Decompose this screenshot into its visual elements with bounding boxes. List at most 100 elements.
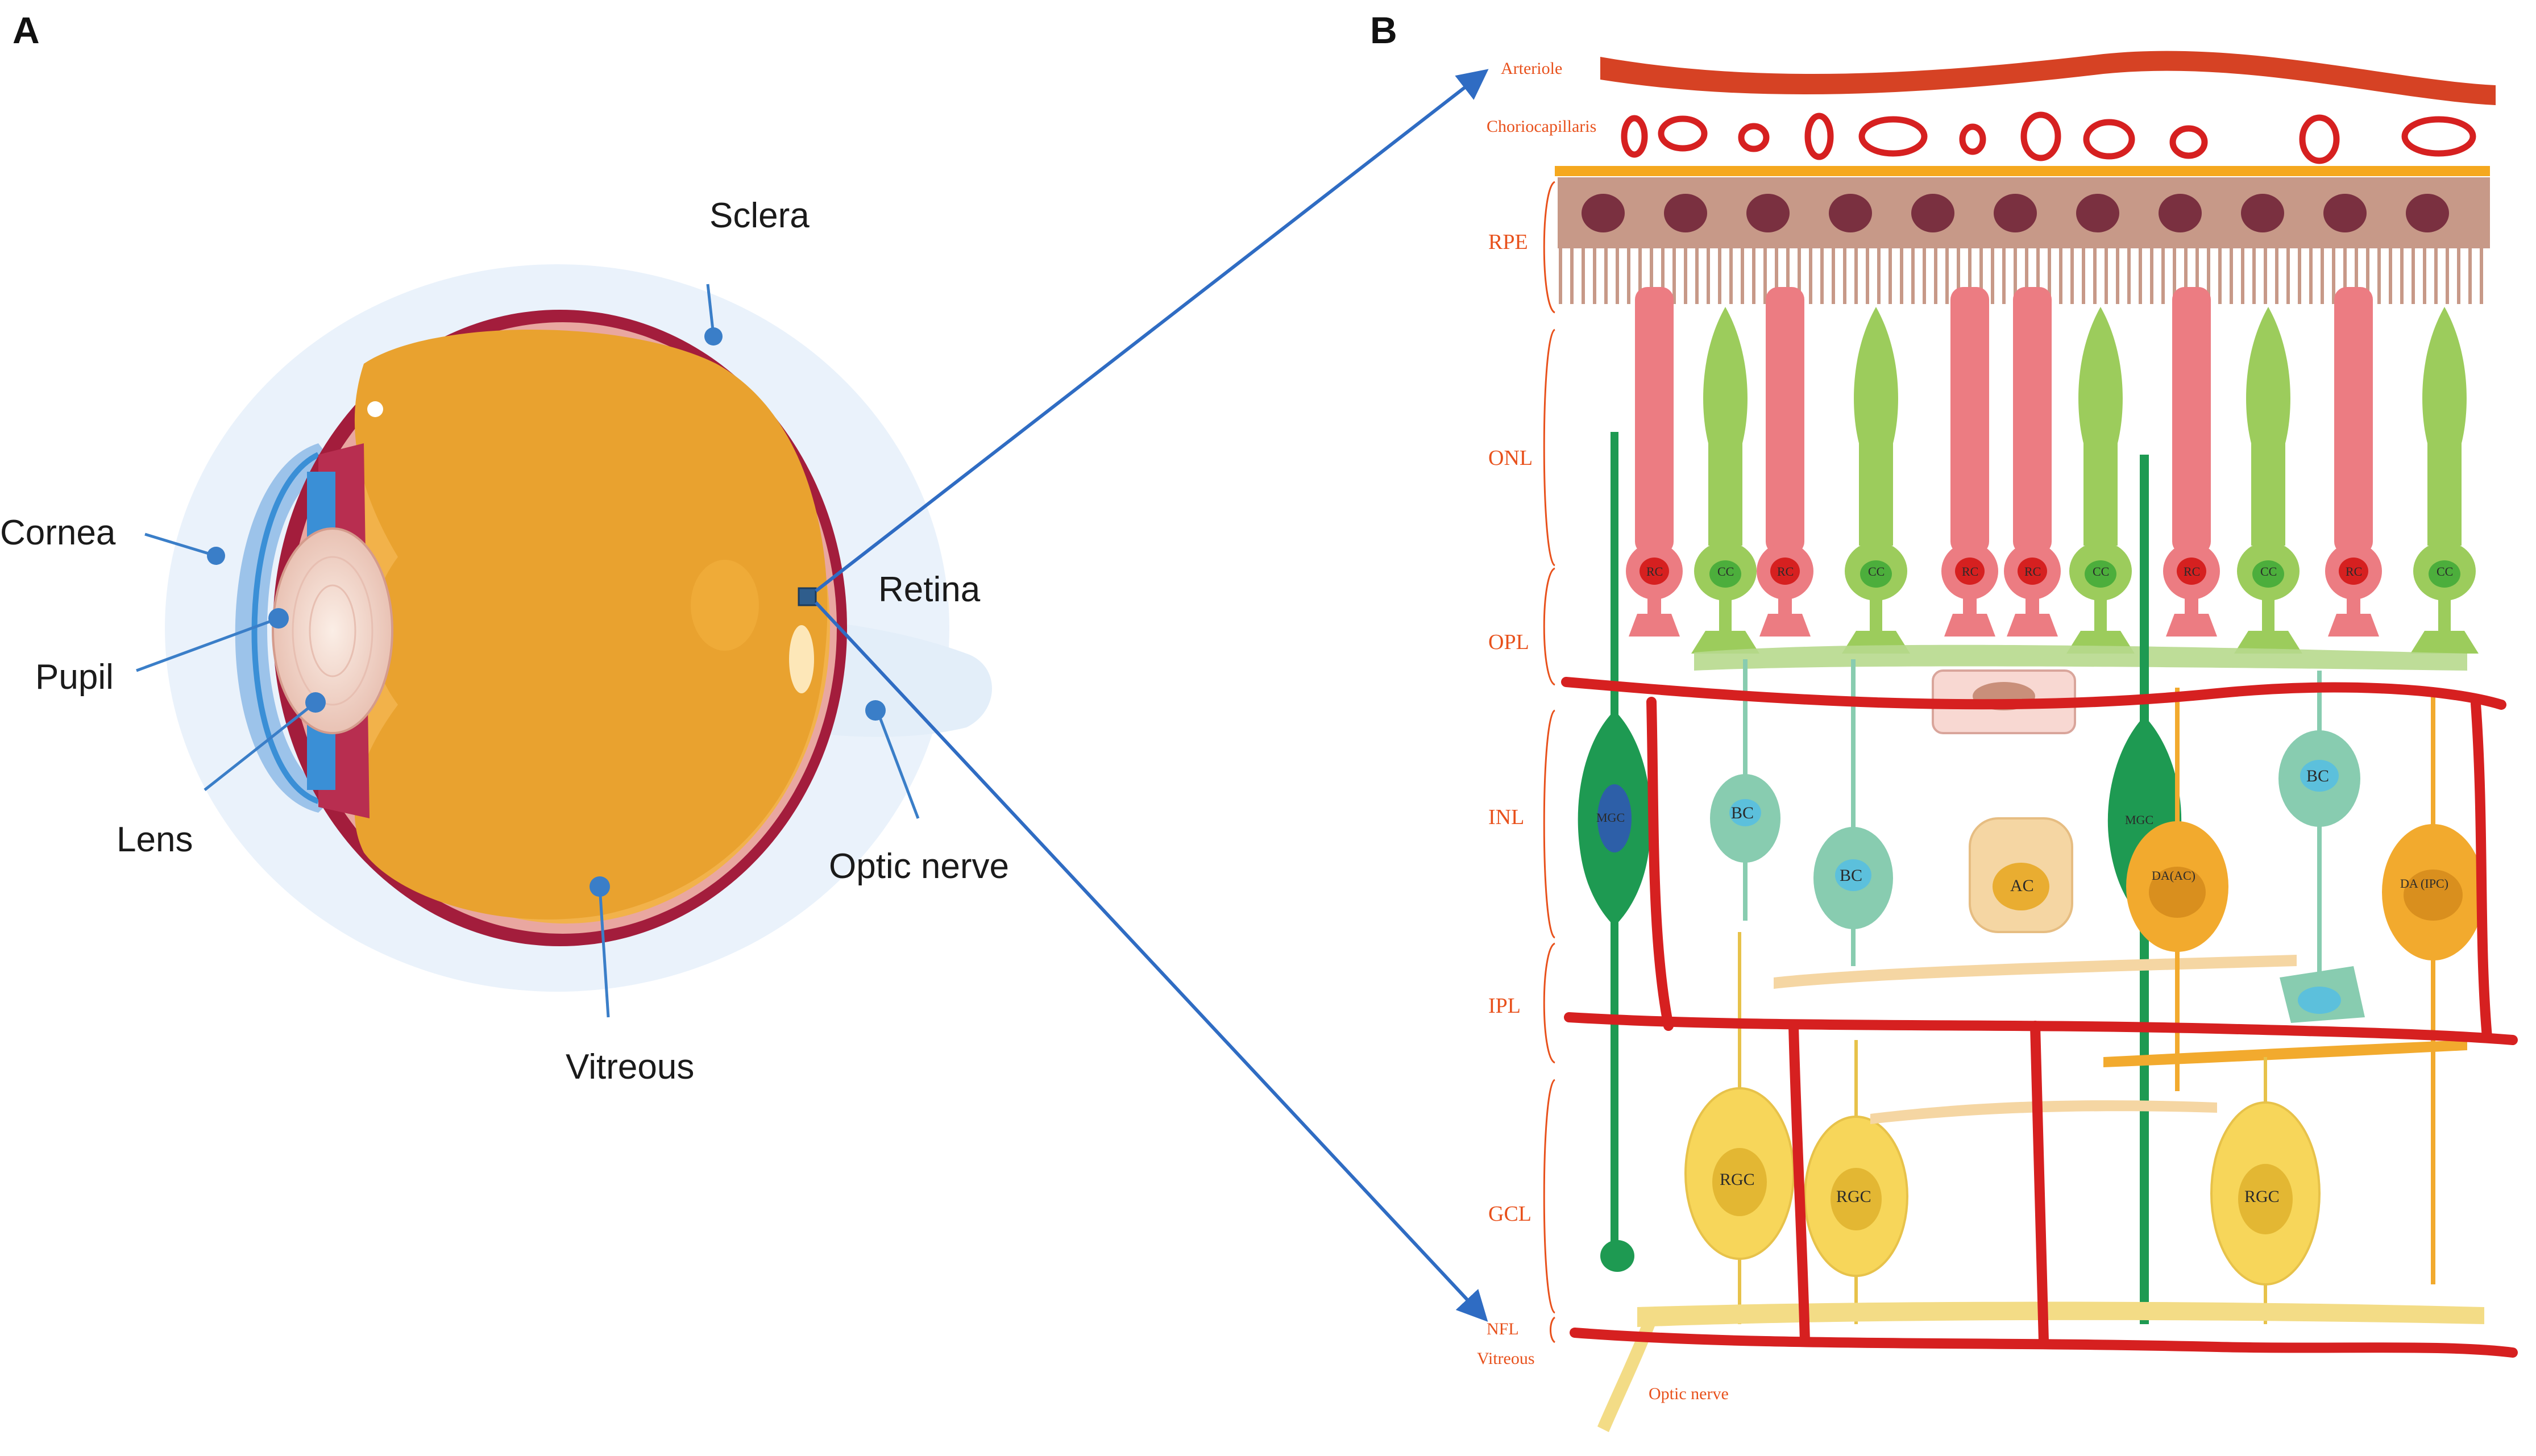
bipolar-cells: BC BC BC [1710,659,2365,1023]
bracket-gcl [1543,1079,1556,1314]
rpe-nucleus [1911,194,1954,232]
panel-b-retina: B Arteriole Choriocapillaris RPE ONL OPL… [1370,9,2518,1432]
optic-nerve-dot [865,700,886,721]
cone-nucleus [1709,560,1741,588]
rpe-nuclei [1582,194,2449,232]
ganglion-cells: RGC RGC RGC [1684,932,2321,1324]
pupil-leader [136,617,279,672]
capillary [1959,123,1986,155]
rod-outer-segment [1766,287,1804,554]
sclera-dot [704,327,723,346]
lens-dot [305,692,326,713]
panel-label-b: B [1370,9,1397,51]
cone-nucleus [2085,560,2116,588]
label-cc: CC [1717,564,1734,579]
rpe-nucleus [2241,194,2284,232]
label-bc-2: BC [1840,866,1862,885]
label-da-ac: DA(AC) [2152,868,2195,883]
label-rgc-1: RGC [1720,1170,1755,1189]
lens-leader [204,704,314,791]
cone-pedicle [2234,631,2302,654]
zoom-arrow-top [815,69,1489,593]
rpe-nucleus [1664,194,1707,232]
choriocapillaris [1621,111,2476,164]
dopaminergic-cells: DA(AC) DA (IPC) [2103,688,2484,1284]
rod-nucleus [1770,558,1800,585]
rod-spherule [1944,614,1995,637]
label-rc: RC [1646,564,1663,579]
label-cornea: Cornea [0,513,116,552]
capillary [2020,111,2061,161]
bruchs-membrane [1555,166,2490,176]
cone-outer-segment [2078,307,2123,546]
rod-spherule [2007,614,2058,637]
cornea-shape [235,443,335,813]
rod-outer-segment [1635,287,1674,554]
muller-endfoot [1600,1240,1634,1272]
rod-spherule [2166,614,2217,637]
sclera-leader [706,284,715,336]
capillary [2169,125,2208,159]
label-da-ipc: DA (IPC) [2400,876,2448,891]
label-rgc-2: RGC [1836,1187,1871,1206]
rod-outer-segment [2172,287,2211,554]
opl-synapse-band [1694,644,2467,671]
rpe-nucleus [1994,194,2037,232]
capillary [1621,115,1648,158]
rpe-nucleus [2076,194,2119,232]
label-rc: RC [2346,564,2362,579]
vessel-vert-1 [1646,697,1674,1031]
cone-pedicle [1691,631,1759,654]
rod-spherule [1629,614,1680,637]
label-mgc-right: MGC [2125,813,2153,827]
label-lens: Lens [117,820,193,859]
amacrine-nucleus [1993,863,2049,910]
cornea-edge [251,452,320,804]
cone-outer-segment [1854,307,1898,546]
rod-nucleus [1640,558,1669,585]
vessel-vert-2 [2471,698,2492,1042]
cone-outer-segment [2422,307,2467,546]
label-rc: RC [2184,564,2200,579]
label-sclera: Sclera [709,196,810,235]
label-cc: CC [2437,564,2453,579]
rgc-nucleus [1831,1168,1882,1230]
vessel-nfl [1570,1328,2518,1358]
label-rc: RC [2024,564,2041,579]
capillary [2401,116,2476,157]
panel-label-a: A [13,9,40,51]
cone-outer-segment [2246,307,2290,546]
bracket-onl [1543,328,1556,567]
layer-label-nfl: NFL [1487,1320,1519,1338]
rod-nucleus [2339,558,2368,585]
rod-outer-segment [2013,287,2052,554]
muller-nucleus [1597,784,1632,852]
bipolar-nucleus [1835,859,1871,891]
label-bc-1: BC [1731,804,1754,822]
rod-spherule [2328,614,2379,637]
rod-nucleus [1955,558,1985,585]
gloss-dot [367,401,383,417]
cone-pedicle [2410,631,2479,654]
rod-outer-segment [2334,287,2373,554]
optic-nerve-shape [807,619,992,737]
rgc-nucleus [2238,1164,2293,1234]
capillary [1858,116,1928,157]
layer-label-optic-nerve: Optic nerve [1649,1384,1729,1403]
optic-nerve-fiber [1597,1307,1660,1432]
capillary [2083,119,2135,160]
layer-label-ipl: IPL [1488,994,1521,1018]
layer-label-rpe: RPE [1488,230,1528,254]
arteriole-vessel [1600,51,2496,105]
bracket-opl [1543,567,1555,686]
zoom-arrow-bottom [814,601,1488,1322]
label-cc: CC [1868,564,1885,579]
eye-leaders [136,284,920,1018]
label-vitreous: Vitreous [566,1047,694,1087]
rpe-nucleus [1746,194,1790,232]
da-ipc-nucleus [2404,870,2463,921]
rpe-villi [1559,248,2483,304]
zoom-arrows [814,69,1489,1322]
fovea-shade [691,560,759,651]
